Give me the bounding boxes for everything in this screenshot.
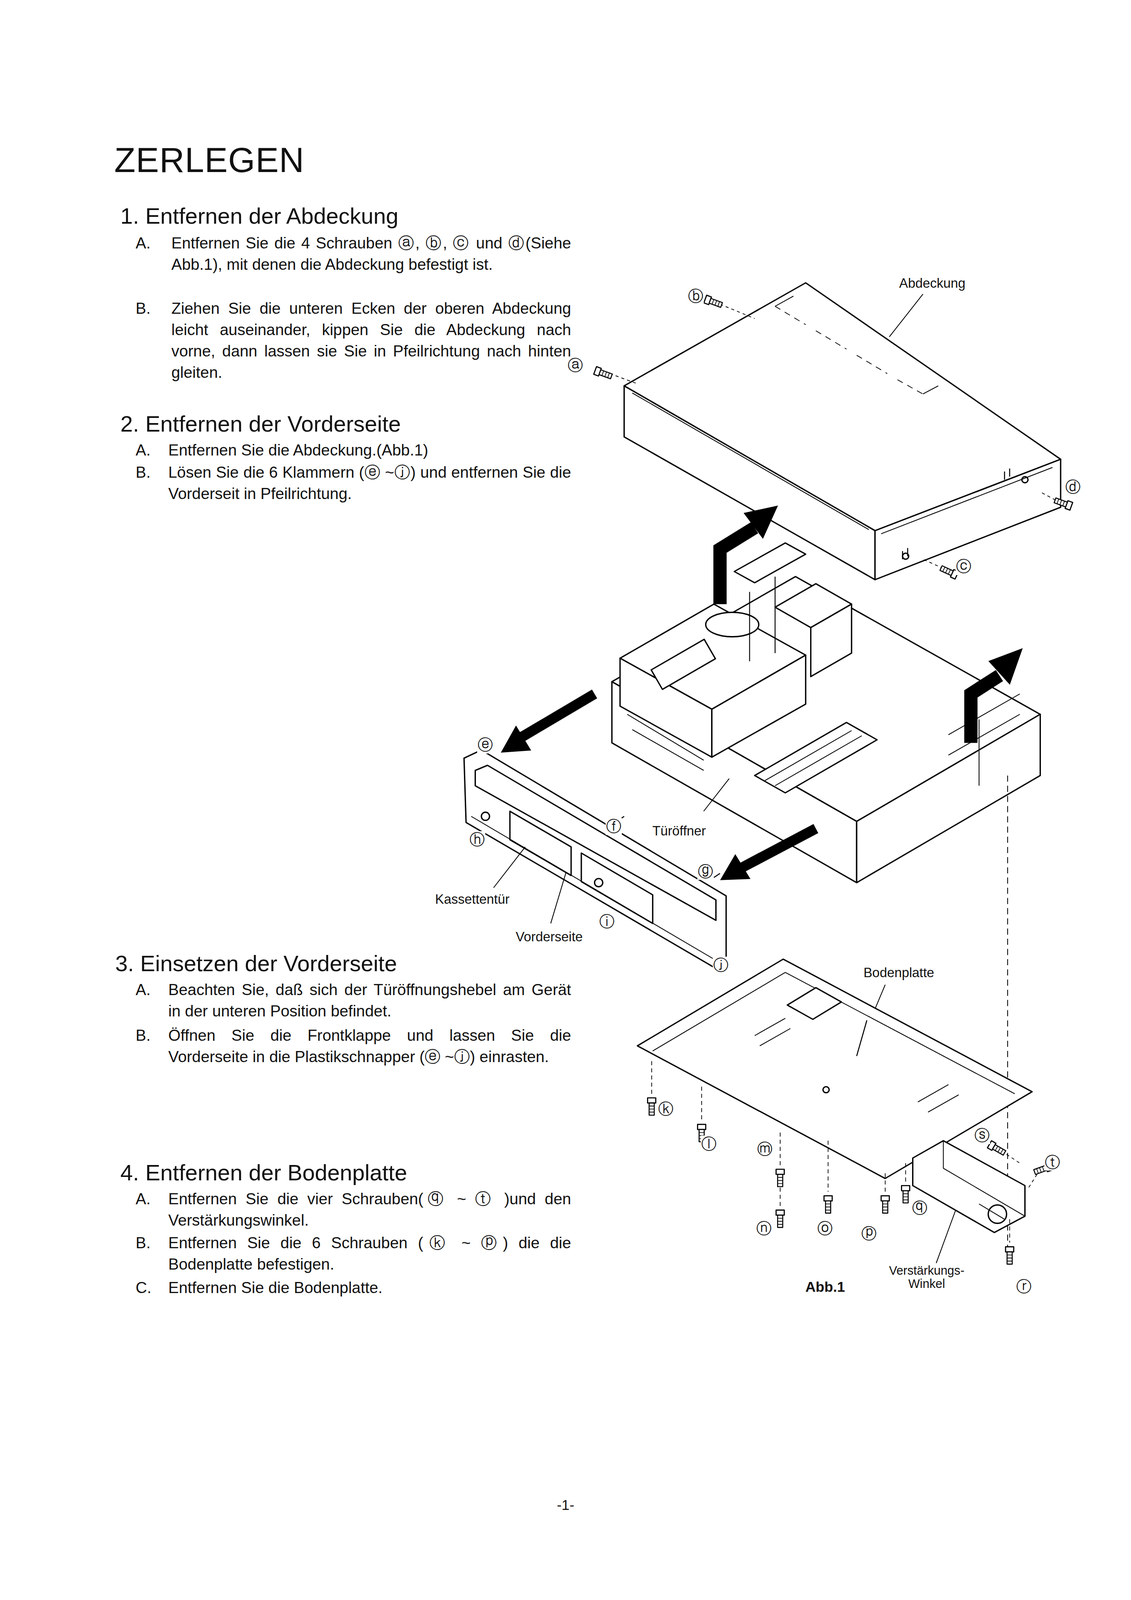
callout-letter: ⓖ <box>697 862 714 880</box>
part-name: Abdeckung <box>897 274 968 293</box>
step-letter: A. <box>135 439 151 461</box>
instruction-text: Entfernen Sie die Abdeckung.(Abb.1) <box>168 439 577 461</box>
callout-letter: ⓣ <box>1044 1153 1061 1171</box>
part-name: Türöffner <box>650 822 708 840</box>
step-letter: B. <box>135 1232 151 1254</box>
callout-letter: ⓓ <box>1064 478 1082 496</box>
instruction-text: Entfernen Sie die 4 Schrauben ⓐ, ⓑ, ⓒ un… <box>171 232 572 276</box>
callout-letter: ⓚ <box>657 1100 674 1117</box>
instruction-text: Entfernen Sie die Bodenplatte. <box>168 1276 383 1299</box>
figure-caption: Abb.1 <box>803 1276 847 1297</box>
direction-arrows <box>501 506 1023 880</box>
section-heading: 3. Einsetzen der Vorderseite <box>115 948 397 979</box>
line-art <box>463 282 1073 1265</box>
step-letter: A. <box>135 232 151 254</box>
callout-letter: ⓠ <box>911 1199 928 1216</box>
callout-letter: ⓜ <box>756 1140 773 1158</box>
step-letter: B. <box>135 1024 151 1047</box>
callout-letter: ⓟ <box>860 1224 878 1242</box>
callout-letter: ⓝ <box>755 1219 773 1237</box>
page-title: ZERLEGEN <box>114 136 305 184</box>
step-letter: C. <box>135 1276 152 1299</box>
callout-letter: ⓕ <box>605 817 622 835</box>
step-letter: B. <box>135 297 151 320</box>
callout-letter: ⓘ <box>598 912 616 930</box>
step-letter: B. <box>135 461 151 484</box>
callout-letter: ⓐ <box>567 356 584 374</box>
page-number: -1- <box>556 1495 575 1515</box>
callout-letter: ⓙ <box>712 956 729 974</box>
instruction-text: Öffnen Sie die Frontklappe und lassen Si… <box>168 1024 572 1068</box>
callout-letter: ⓢ <box>973 1126 991 1144</box>
callout-letter: ⓛ <box>700 1135 718 1152</box>
section-heading: 4. Entfernen der Bodenplatte <box>120 1157 408 1188</box>
step-letter: A. <box>135 979 151 1001</box>
part-name: Kassettentür <box>433 890 512 909</box>
instruction-text: Lösen Sie die 6 Klammern (ⓔ ~ⓙ) und entf… <box>168 461 572 505</box>
part-name: Bodenplatte <box>861 963 936 982</box>
callout-letter: ⓒ <box>955 557 972 575</box>
section-heading: 1. Entfernen der Abdeckung <box>120 201 399 232</box>
callout-letter: ⓔ <box>477 736 494 753</box>
part-name: Verstärkungs- Winkel <box>885 1263 968 1291</box>
step-letter: A. <box>135 1188 151 1210</box>
instruction-text: Beachten Sie, daß sich der Türöffnungshe… <box>168 979 572 1022</box>
callout-letter: ⓡ <box>1015 1277 1032 1295</box>
section-heading: 2. Entfernen der Vorderseite <box>120 408 401 440</box>
callout-letter: ⓞ <box>816 1219 834 1237</box>
instruction-text: Entfernen Sie die 6 Schrauben (ⓚ ~ ⓟ) di… <box>168 1232 572 1275</box>
part-name: Vorderseite <box>513 927 585 946</box>
callout-letter: ⓗ <box>469 830 486 848</box>
instruction-text: Ziehen Sie die unteren Ecken der oberen … <box>171 297 572 384</box>
instruction-text: Entfernen Sie die vier Schrauben(ⓠ ~ ⓣ )… <box>168 1188 572 1231</box>
callout-letter: ⓑ <box>687 287 704 305</box>
